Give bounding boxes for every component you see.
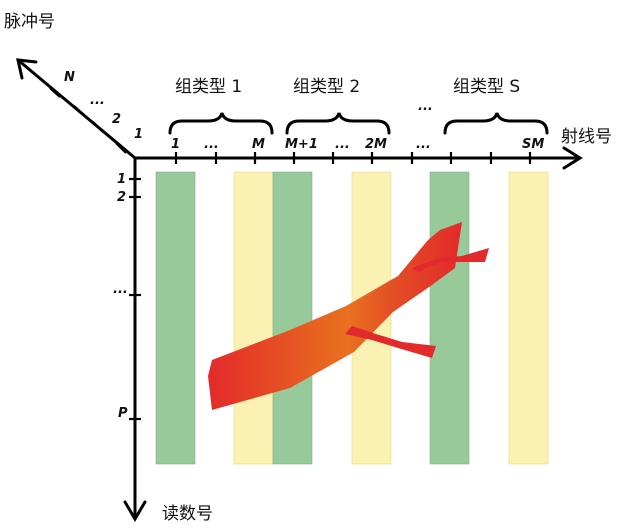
ray-ticks (174, 152, 532, 164)
pulse-tick-label-ellipsis: ... (90, 93, 105, 108)
pulse-tick-1 (115, 142, 127, 154)
vessel-branch-upper (412, 248, 489, 272)
read-tick-label-ellipsis: ... (113, 282, 128, 297)
ray-arrowhead (562, 146, 583, 170)
yellow-band (233, 171, 274, 465)
pulse-axis-label: 脉冲号 (4, 12, 55, 32)
pulse-ticks (49, 87, 127, 154)
pulse-tick-label-n: N (64, 70, 75, 85)
vessel-trunk (208, 222, 462, 410)
ray-axis-label: 射线号 (561, 127, 612, 147)
pulse-tick-n (49, 87, 61, 98)
read-tick-label-p: P (118, 406, 128, 421)
green-band (429, 171, 470, 465)
read-arrowhead (123, 500, 147, 522)
pulse-tick-label-1: 1 (134, 127, 143, 142)
ray-label-m: M (252, 137, 265, 152)
read-ticks (129, 177, 141, 421)
vessel-branch-lower (345, 326, 436, 358)
pulse-arrowhead (16, 58, 38, 80)
green-band (272, 171, 313, 465)
ray-label-ellipsis-s: ... (416, 137, 431, 152)
ray-label-m-plus-1: M+1 (285, 137, 318, 152)
pulse-tick-ellipsis (73, 105, 85, 116)
group-label-s: 组类型 S (453, 77, 520, 97)
ray-label-ellipsis-2: ... (335, 137, 350, 152)
ray-label-1: 1 (171, 137, 180, 152)
read-tick-label-1: 1 (117, 172, 126, 187)
vessel-tree (208, 222, 489, 410)
read-axis-label: 读数号 (162, 504, 213, 524)
ray-label-2m: 2M (365, 137, 387, 152)
group-ellipsis: ... (418, 99, 433, 114)
brace-group-1 (168, 112, 274, 135)
group-braces (168, 112, 549, 135)
read-tick-label-2: 2 (117, 190, 126, 205)
group-label-1: 组类型 1 (175, 77, 242, 97)
green-band (155, 171, 196, 465)
brace-group-2 (285, 112, 391, 135)
group-label-2: 组类型 2 (293, 77, 360, 97)
pulse-tick-2 (92, 121, 104, 133)
yellow-band (508, 171, 549, 465)
pulse-tick-label-2: 2 (112, 112, 121, 127)
ray-label-ellipsis-1: ... (204, 137, 219, 152)
brace-group-s (443, 112, 549, 135)
ray-label-sm: SM (522, 137, 544, 152)
